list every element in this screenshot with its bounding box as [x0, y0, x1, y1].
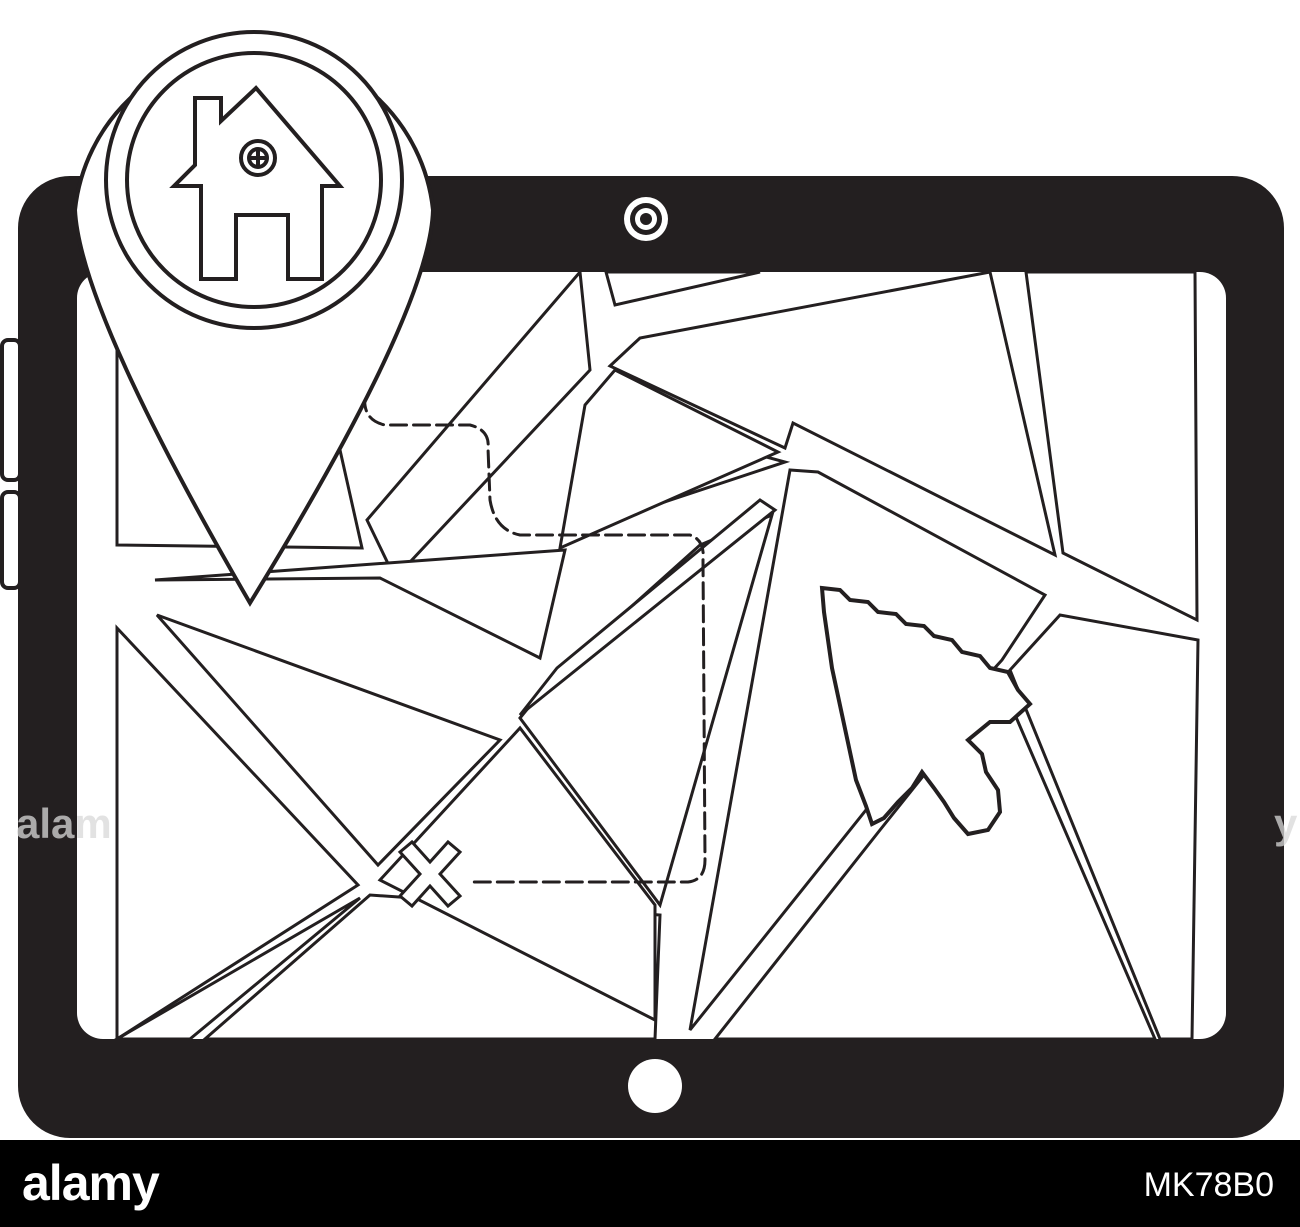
watermark-left: alam — [16, 800, 112, 847]
tablet-map-illustration — [0, 30, 1284, 1138]
house-icon — [169, 85, 345, 281]
arrow-cursor-icon — [819, 585, 1033, 837]
x-mark-icon — [397, 839, 463, 909]
tablet-side-button-upper[interactable] — [0, 338, 22, 482]
tablet-side-button-lower[interactable] — [0, 490, 22, 590]
route-path — [363, 393, 707, 884]
stock-footer-bar: alamy MK78B0 — [0, 1140, 1300, 1227]
image-id-label: MK78B0 — [1143, 1166, 1274, 1204]
camera-icon — [624, 197, 668, 241]
map-pin-icon — [72, 30, 436, 607]
watermark-right: y — [1274, 800, 1298, 847]
stock-logo: alamy — [22, 1155, 160, 1211]
home-button[interactable] — [628, 1059, 682, 1113]
